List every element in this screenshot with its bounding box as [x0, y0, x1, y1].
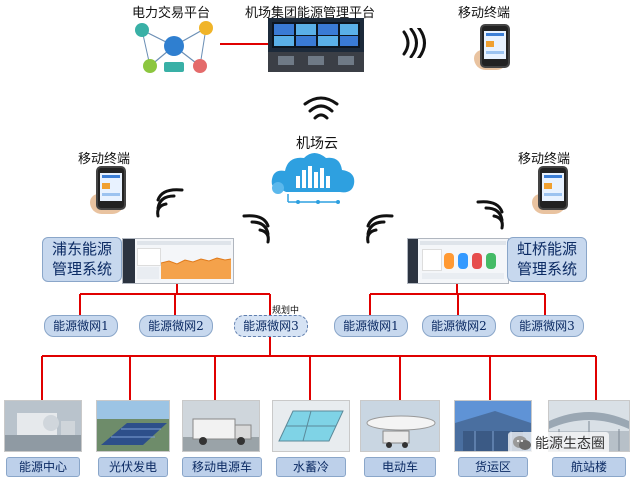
photo-solar-pv [96, 400, 170, 452]
hongqiao-system-line1: 虹桥能源 [516, 240, 577, 258]
wifi-icon-left-cloud [242, 214, 270, 244]
right-microgrid-1: 能源微网1 [334, 315, 408, 337]
right-microgrid-2: 能源微网2 [422, 315, 496, 337]
pudong-system-line2: 管理系统 [51, 260, 112, 278]
photo-water-cold-storage [272, 400, 350, 452]
photo-energy-center [4, 400, 82, 452]
label-energy-center: 能源中心 [6, 457, 80, 477]
photo-terminal-building [548, 400, 630, 452]
cloud-label: 机场云 [296, 136, 338, 152]
wechat-icon [513, 436, 531, 450]
label-electric-vehicle: 电动车 [364, 457, 436, 477]
mobile-left-phone [86, 164, 132, 216]
wifi-icon-top [402, 28, 426, 58]
mobile-right-title: 移动终端 [518, 152, 571, 167]
mobile-top-phone [468, 20, 518, 74]
mobile-right-phone [528, 164, 574, 216]
label-cargo-area: 货运区 [458, 457, 528, 477]
right-microgrid-3: 能源微网3 [510, 315, 584, 337]
pudong-dashboard-screenshot [122, 238, 234, 284]
wifi-icon-right-cloud [366, 214, 394, 244]
label-terminal-building: 航站楼 [552, 457, 626, 477]
group-platform-title: 机场集团能源管理平台 [245, 6, 376, 21]
hongqiao-energy-system-box: 虹桥能源 管理系统 [507, 237, 587, 282]
hongqiao-system-line2: 管理系统 [516, 260, 577, 278]
pudong-system-line1: 浦东能源 [51, 240, 112, 258]
hongqiao-dashboard-screenshot [407, 238, 509, 284]
pudong-energy-system-box: 浦东能源 管理系统 [42, 237, 122, 282]
left-microgrid-3-planned: 能源微网3 [234, 315, 308, 337]
label-water-cold-storage: 水蓄冷 [276, 457, 346, 477]
label-mobile-power-vehicle: 移动电源车 [182, 457, 262, 477]
trading-platform-title: 电力交易平台 [132, 6, 211, 21]
watermark: 能源生态圈 [508, 432, 609, 454]
mobile-left-title: 移动终端 [78, 152, 131, 167]
label-solar-pv: 光伏发电 [98, 457, 168, 477]
left-microgrid-2: 能源微网2 [139, 315, 213, 337]
wifi-icon-cloud [303, 96, 339, 120]
wifi-icon-left-mobile [156, 188, 184, 218]
mobile-top-title: 移动终端 [458, 6, 511, 21]
cloud-icon [271, 153, 355, 204]
photo-mobile-power-vehicle [182, 400, 260, 452]
left-microgrid-1: 能源微网1 [44, 315, 118, 337]
photo-electric-vehicle [360, 400, 440, 452]
trading-network-icon [135, 21, 213, 73]
control-room-image [268, 18, 364, 72]
wifi-icon-right-mobile [476, 200, 504, 230]
planned-note: 规划中 [272, 306, 300, 316]
watermark-text: 能源生态圈 [535, 436, 605, 452]
